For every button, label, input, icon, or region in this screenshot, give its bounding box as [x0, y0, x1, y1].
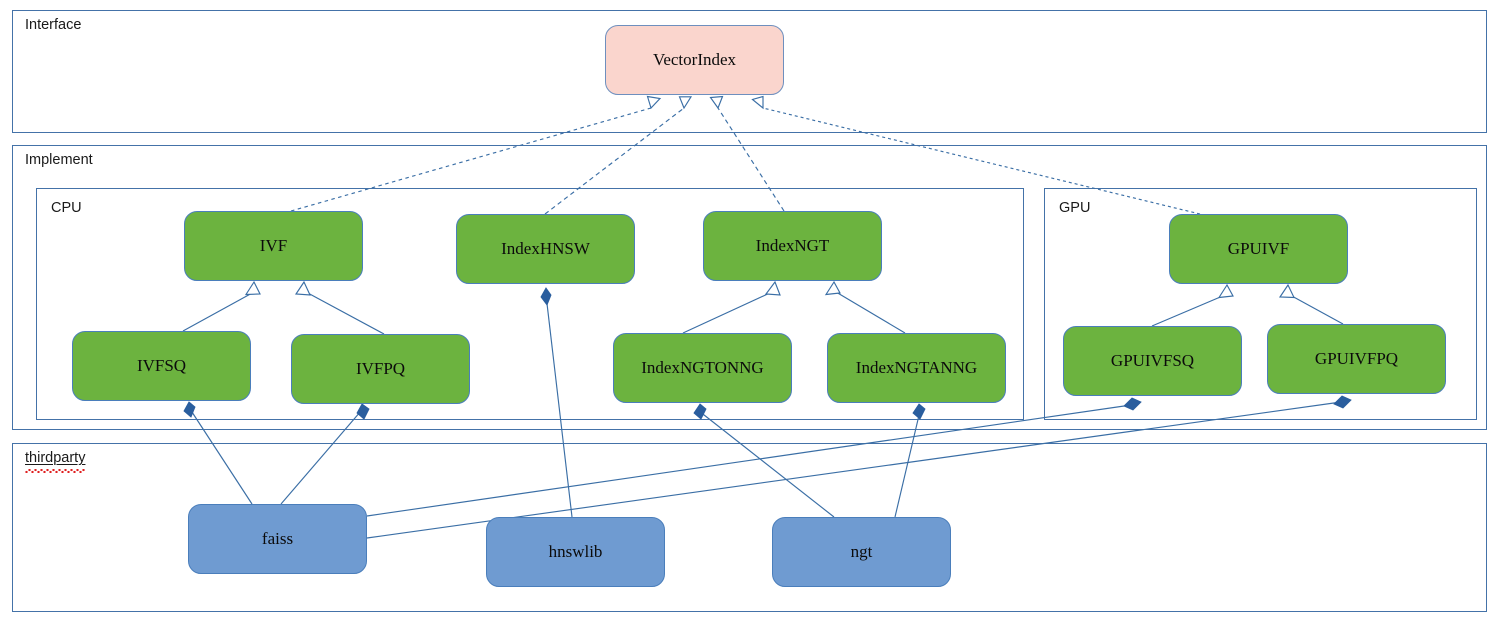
node-gpuivf[interactable]: GPUIVF	[1169, 214, 1348, 284]
node-hnswlib[interactable]: hnswlib	[486, 517, 665, 587]
node-label-ngt: ngt	[850, 542, 873, 562]
group-label-thirdparty-text: thirdparty	[25, 450, 86, 473]
node-ivf[interactable]: IVF	[184, 211, 363, 281]
node-indexngtonng[interactable]: IndexNGTONNG	[613, 333, 792, 403]
group-label-interface: Interface	[25, 17, 82, 33]
node-label-indexngtonng: IndexNGTONNG	[641, 358, 764, 378]
node-ivfpq[interactable]: IVFPQ	[291, 334, 470, 404]
node-label-ivf: IVF	[259, 236, 288, 256]
node-label-faiss: faiss	[261, 529, 294, 549]
node-label-indexngt: IndexNGT	[755, 236, 830, 256]
node-label-gpuivfsq: GPUIVFSQ	[1110, 351, 1195, 371]
node-label-ivfpq: IVFPQ	[355, 359, 406, 379]
group-label-gpu: GPU	[1059, 200, 1091, 216]
node-ivfsq[interactable]: IVFSQ	[72, 331, 251, 401]
group-label-thirdparty: thirdparty	[25, 450, 86, 473]
node-label-ivfsq: IVFSQ	[136, 356, 187, 376]
node-gpuivfsq[interactable]: GPUIVFSQ	[1063, 326, 1242, 396]
node-label-gpuivfpq: GPUIVFPQ	[1314, 349, 1399, 369]
group-label-implement: Implement	[25, 152, 93, 168]
node-label-gpuivf: GPUIVF	[1227, 239, 1290, 259]
node-label-hnswlib: hnswlib	[548, 542, 603, 562]
node-label-indexngtanng: IndexNGTANNG	[855, 358, 978, 378]
node-label-indexhnsw: IndexHNSW	[501, 239, 590, 259]
node-vectorindex[interactable]: VectorIndex	[605, 25, 784, 95]
node-indexhnsw[interactable]: IndexHNSW	[456, 214, 635, 284]
node-indexngtanng[interactable]: IndexNGTANNG	[827, 333, 1006, 403]
node-indexngt[interactable]: IndexNGT	[703, 211, 882, 281]
node-gpuivfpq[interactable]: GPUIVFPQ	[1267, 324, 1446, 394]
group-label-cpu: CPU	[51, 200, 82, 216]
node-faiss[interactable]: faiss	[188, 504, 367, 574]
node-ngt[interactable]: ngt	[772, 517, 951, 587]
node-label-vectorindex: VectorIndex	[652, 50, 737, 70]
